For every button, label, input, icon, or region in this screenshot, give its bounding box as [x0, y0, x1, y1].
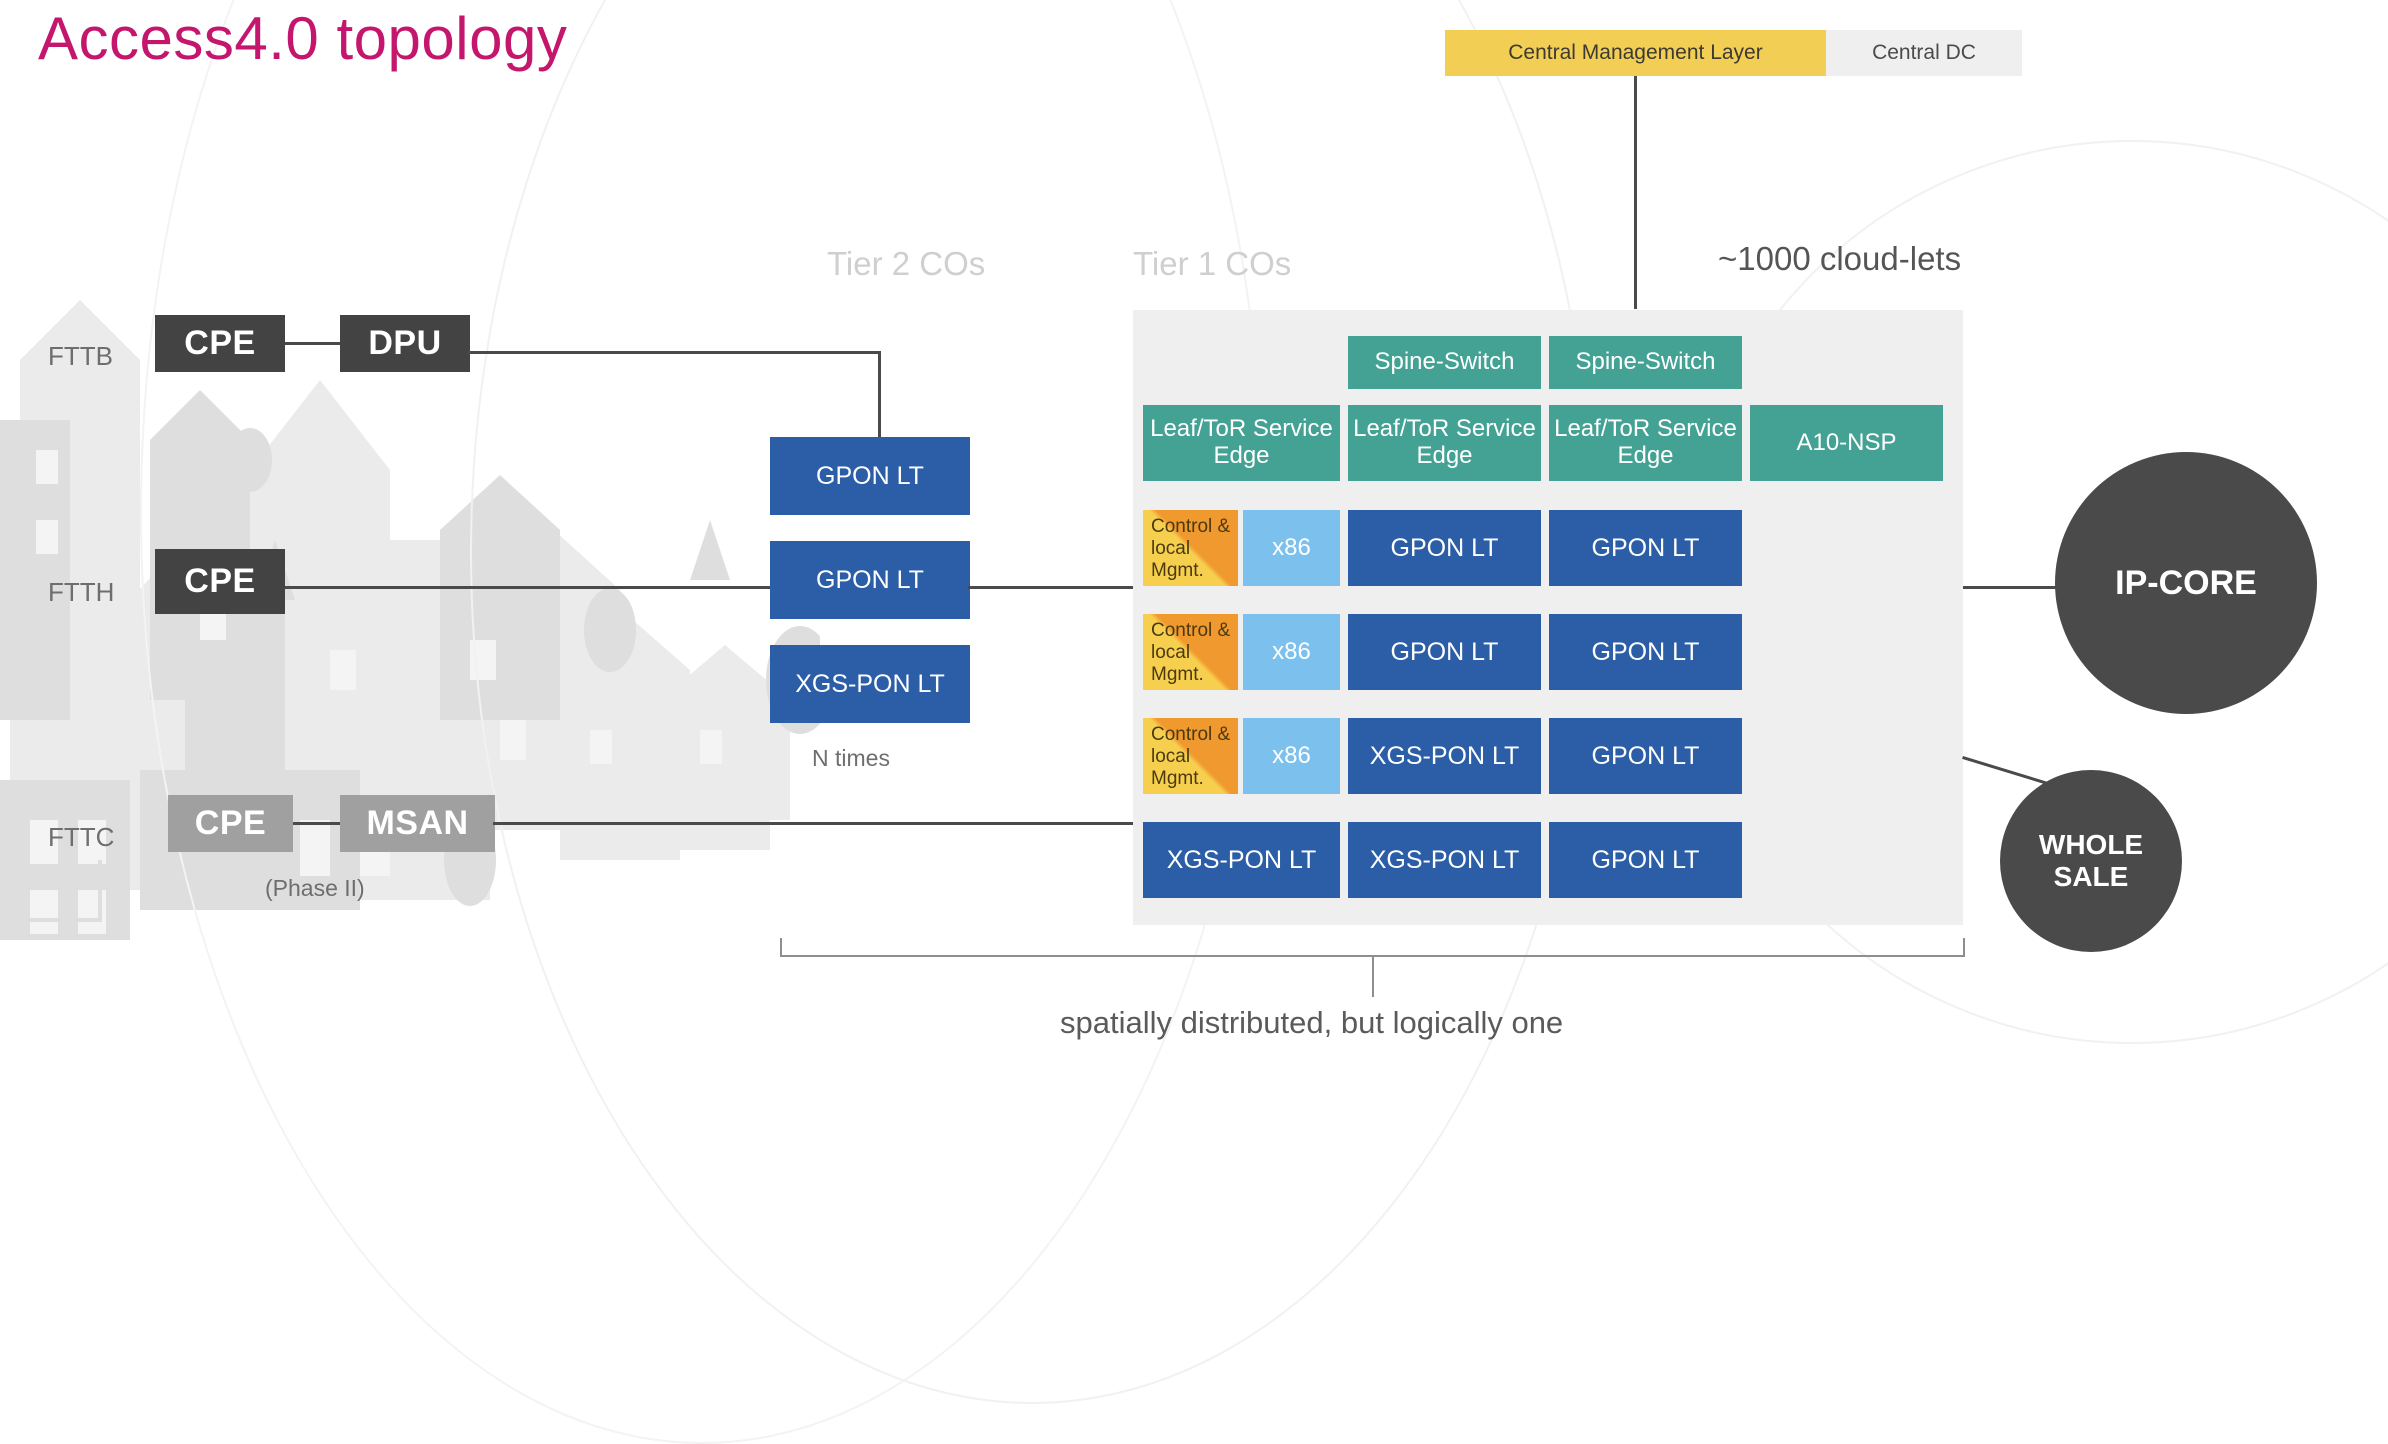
connector-ftth-to-tier2	[285, 586, 770, 589]
legend-central-management-layer[interactable]: Central Management Layer	[1445, 30, 1826, 76]
legend-central-dc[interactable]: Central DC	[1826, 30, 2022, 76]
tier1-leaf-2[interactable]: Leaf/ToR Service Edge	[1549, 405, 1742, 481]
tier1-spine-switch-0[interactable]: Spine-Switch	[1348, 336, 1541, 389]
access-label-fttb: FTTB	[48, 341, 113, 371]
connector-tier2-to-tier1	[968, 586, 1133, 589]
wholesale-line-1: WHOLE	[2038, 828, 2144, 860]
tier1-label: Tier 1 COs	[1133, 245, 1292, 282]
connector-msan-to-tier1	[493, 822, 1133, 825]
tier1-spine-switch-1[interactable]: Spine-Switch	[1549, 336, 1742, 389]
tier1-row3-col2[interactable]: XGS-PON LT	[1348, 822, 1541, 898]
tier1-row2-col3[interactable]: GPON LT	[1549, 718, 1742, 794]
connector-dpu-right	[468, 351, 881, 354]
tier2-caption: N times	[812, 745, 890, 771]
wholesale-line-2: SALE	[2053, 861, 2129, 892]
tier1-x86-1[interactable]: x86	[1243, 614, 1340, 690]
connector-cml-to-tier1	[1634, 76, 1637, 309]
tier1-x86-0[interactable]: x86	[1243, 510, 1340, 586]
tier1-row1-col3[interactable]: GPON LT	[1549, 614, 1742, 690]
tier1-row2-col2[interactable]: XGS-PON LT	[1348, 718, 1541, 794]
tier2-label: Tier 2 COs	[827, 245, 986, 282]
tier1-control-cell-0[interactable]: Control & local Mgmt.	[1143, 510, 1238, 586]
connector-cpe-msan	[293, 822, 343, 825]
tier1-row3-col1[interactable]: XGS-PON LT	[1143, 822, 1340, 898]
access-label-ftth: FTTH	[48, 577, 115, 607]
node-cpe-ftth[interactable]: CPE	[155, 549, 285, 614]
bracket-left-tick	[780, 938, 782, 956]
tier1-control-cell-2[interactable]: Control & local Mgmt.	[1143, 718, 1238, 794]
page-title: Access4.0 topology	[38, 5, 568, 72]
access-note-phase2: (Phase II)	[265, 875, 365, 901]
cloudlets-label: ~1000 cloud-lets	[1718, 240, 1962, 277]
node-cpe-fttc[interactable]: CPE	[168, 795, 293, 852]
tier2-box-2[interactable]: XGS-PON LT	[770, 645, 970, 723]
node-dpu-fttb[interactable]: DPU	[340, 315, 470, 372]
bracket-right-tick	[1963, 938, 1965, 956]
tier1-row0-col3[interactable]: GPON LT	[1549, 510, 1742, 586]
tier2-box-1[interactable]: GPON LT	[770, 541, 970, 619]
tier1-row1-col2[interactable]: GPON LT	[1348, 614, 1541, 690]
node-msan-fttc[interactable]: MSAN	[340, 795, 495, 852]
bottom-caption: spatially distributed, but logically one	[1060, 1005, 1564, 1040]
connector-cpe-dpu	[285, 342, 355, 345]
connector-tier1-to-ipcore	[1963, 586, 2093, 589]
connector-dpu-down	[878, 351, 881, 441]
tier1-row3-col3[interactable]: GPON LT	[1549, 822, 1742, 898]
bracket-center-tick	[1372, 955, 1374, 997]
tier1-leaf-0[interactable]: Leaf/ToR Service Edge	[1143, 405, 1340, 481]
node-wholesale[interactable]: WHOLE SALE	[2000, 770, 2182, 952]
node-ip-core[interactable]: IP-CORE	[2055, 452, 2317, 714]
access-label-fttc: FTTC	[48, 822, 115, 852]
legend: Central Management Layer Central DC	[1445, 30, 2022, 76]
tier1-row0-col2[interactable]: GPON LT	[1348, 510, 1541, 586]
tier2-box-0[interactable]: GPON LT	[770, 437, 970, 515]
tier1-a10-nsp[interactable]: A10-NSP	[1750, 405, 1943, 481]
node-cpe-fttb[interactable]: CPE	[155, 315, 285, 372]
tier1-x86-2[interactable]: x86	[1243, 718, 1340, 794]
tier1-leaf-1[interactable]: Leaf/ToR Service Edge	[1348, 405, 1541, 481]
tier1-control-cell-1[interactable]: Control & local Mgmt.	[1143, 614, 1238, 690]
